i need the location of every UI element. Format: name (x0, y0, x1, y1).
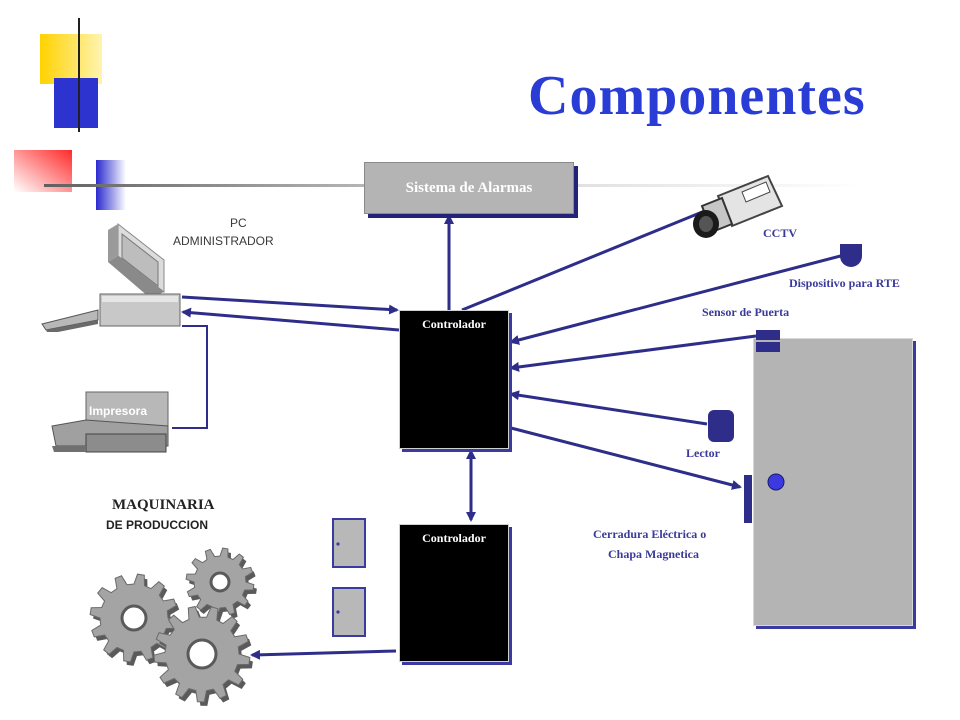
cctv-camera-icon (693, 174, 784, 238)
controller-bottom-label: Controlador (422, 531, 486, 545)
machinery-label-line2: DE PRODUCCION (106, 518, 209, 532)
rte-device-icon (840, 244, 862, 267)
pc-icon (41, 222, 181, 332)
lock-label-line1: Cerradura Eléctrica o (593, 527, 707, 541)
gears-icon (89, 547, 257, 706)
gear-top-hole (209, 571, 231, 593)
controller-top-label: Controlador (422, 317, 486, 331)
controller-top: Controlador (399, 310, 509, 449)
link-controller-to-pc (181, 307, 400, 332)
link-door-sensor-to-controller (509, 334, 757, 372)
card-reader-icon (708, 410, 734, 442)
machinery-label-line1: MAQUINARIA (112, 497, 215, 513)
alarm-system-box: Sistema de Alarmas (364, 162, 574, 214)
lock-label-line2: Chapa Magnetica (608, 547, 699, 561)
yellow-block (40, 34, 102, 84)
link-controller-to-cctv (461, 206, 714, 312)
pc-label-line2: ADMINISTRADOR (173, 234, 274, 248)
printer-icon (51, 391, 169, 453)
pc-label-line1: PC (230, 216, 247, 230)
page-title: Componentes (528, 65, 866, 127)
gear-left-hole (120, 604, 148, 632)
reader-label: Lector (686, 446, 720, 460)
link-controller-to-lock (510, 426, 742, 490)
printer-label: Impresora (89, 404, 148, 418)
electric-lock-icon (744, 475, 752, 523)
gear-bottom-hole (186, 638, 218, 670)
door-sensor-icon (756, 330, 780, 340)
rte-label: Dispositivo para RTE (789, 276, 900, 290)
controller-bottom: Controlador (399, 524, 509, 662)
alarm-system-label: Sistema de Alarmas (405, 179, 533, 196)
door-sensor-label: Sensor de Puerta (702, 305, 790, 319)
door-sensor-icon-lower (756, 342, 780, 352)
link-controller-to-machinery (250, 649, 397, 660)
link-pc-to-controller (181, 295, 399, 315)
cctv-label: CCTV (763, 226, 798, 240)
link-printer-to-pc (172, 325, 208, 429)
door-knob-icon (767, 473, 785, 491)
blue-block (54, 78, 98, 128)
link-rte-to-controller (509, 252, 849, 345)
link-reader-to-controller (509, 390, 708, 426)
module-icons (332, 518, 366, 637)
